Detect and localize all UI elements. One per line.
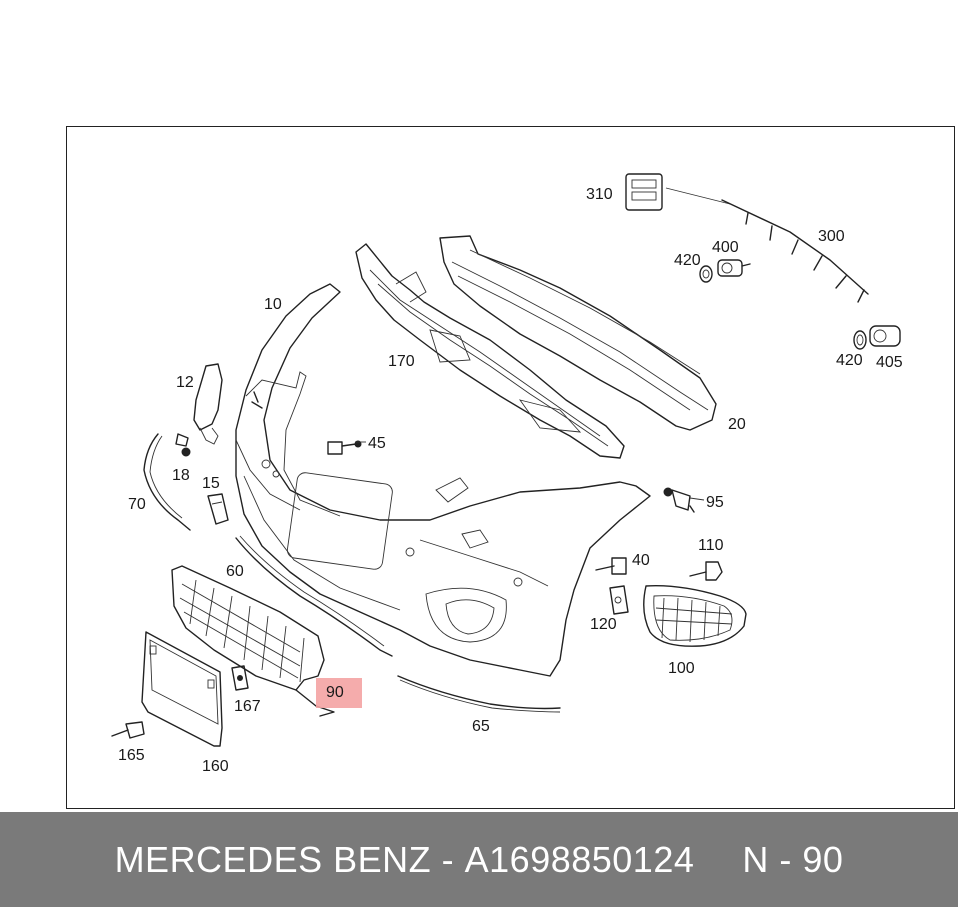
label-310: 310 (586, 186, 613, 203)
part-40-screw (595, 557, 627, 575)
label-160: 160 (202, 758, 229, 775)
part-labels: 310 300 400 420 420 405 10 170 20 12 45 … (118, 186, 903, 775)
part-95-clip (663, 487, 695, 513)
part-170-air-deflector (355, 243, 625, 459)
exploded-parts-diagram: 310 300 400 420 420 405 10 170 20 12 45 … (111, 173, 903, 775)
part-caption-bar: MERCEDES BENZ - A1698850124 N - 90 (0, 812, 958, 907)
label-40: 40 (632, 552, 650, 569)
label-18: 18 (172, 467, 190, 484)
diagram-frame (66, 126, 955, 809)
label-405: 405 (876, 354, 903, 371)
label-100: 100 (668, 660, 695, 677)
label-400: 400 (712, 239, 739, 256)
part-310-bracket (625, 173, 731, 211)
label-300: 300 (818, 228, 845, 245)
part-100-fog-grille (643, 585, 747, 647)
part-45-screw (327, 440, 362, 455)
part-20-impact-absorber (439, 235, 717, 431)
part-90-lower-grille (171, 565, 335, 717)
label-20: 20 (728, 416, 746, 433)
label-165: 165 (118, 747, 145, 764)
part-167-clip (231, 665, 249, 691)
part-60-trim-strip (235, 535, 393, 657)
brand-name: MERCEDES BENZ (114, 838, 432, 880)
label-10: 10 (264, 296, 282, 313)
label-110: 110 (698, 537, 724, 554)
part-70-side-trim (143, 433, 191, 531)
position-90-highlight (316, 678, 362, 708)
part-420-sensor-ring-upper (699, 265, 713, 283)
part-400-parking-sensor (717, 259, 751, 277)
part-120-nut-clip (609, 585, 629, 615)
label-170: 170 (388, 353, 415, 370)
part-405-parking-sensor (869, 325, 901, 347)
label-420-lower: 420 (836, 352, 863, 369)
part-300-wiring-harness (721, 199, 869, 303)
part-160-license-plate-holder (141, 631, 223, 747)
label-120: 120 (590, 616, 617, 633)
label-167: 167 (234, 698, 261, 715)
label-45: 45 (368, 435, 386, 452)
part-420-sensor-ring-lower (853, 330, 867, 350)
label-70: 70 (128, 496, 146, 513)
leader-lines (355, 441, 705, 501)
part-18-clip (175, 433, 191, 457)
label-12: 12 (176, 374, 194, 391)
diagram-position: N - 90 (742, 838, 844, 880)
label-95: 95 (706, 494, 724, 511)
part-65-trim-strip (397, 675, 561, 713)
label-15: 15 (202, 475, 220, 492)
part-165-rivet (111, 721, 145, 739)
part-15-bracket (207, 493, 229, 525)
label-60: 60 (226, 563, 244, 580)
part-number: A1698850124 (464, 838, 695, 880)
part-110-screw (689, 561, 723, 581)
label-90: 90 (326, 684, 344, 701)
part-10-bumper-cover (235, 283, 651, 677)
label-65: 65 (472, 718, 490, 735)
caption-separator: - (441, 838, 455, 880)
part-12-tow-hook-cover (193, 363, 223, 445)
label-420-upper: 420 (674, 252, 701, 269)
